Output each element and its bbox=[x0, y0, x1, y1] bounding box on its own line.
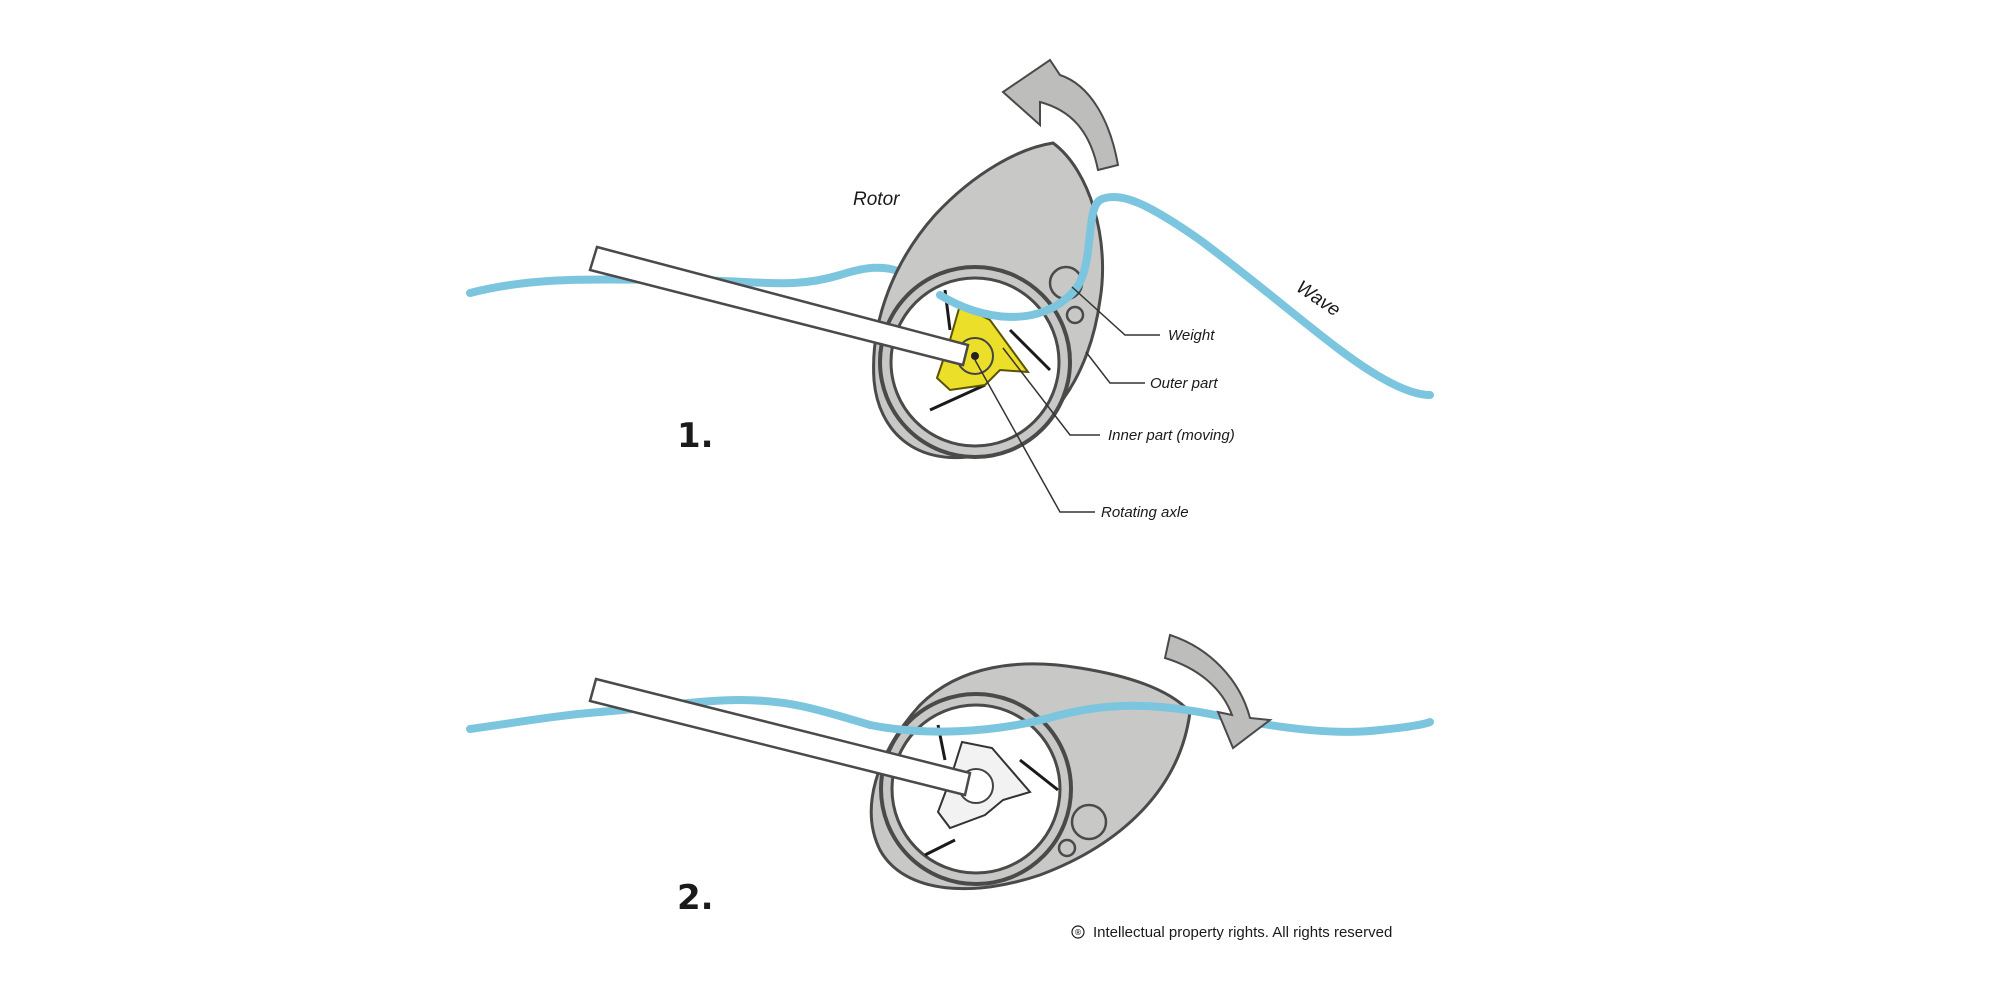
registered-icon bbox=[1071, 925, 1085, 939]
arm-1 bbox=[588, 245, 970, 367]
weight-small-1 bbox=[1065, 305, 1085, 325]
axle-center-1 bbox=[971, 352, 979, 360]
registered-symbol: ® bbox=[1074, 928, 1082, 937]
step-label-2: 2. bbox=[677, 878, 714, 918]
step-label-1: 1. bbox=[677, 416, 714, 456]
diagram-2: 2. bbox=[466, 633, 1434, 918]
wave-line-2-front bbox=[866, 701, 1434, 736]
diagram-1: Rotor Wave Weight Outer part Inner part … bbox=[466, 58, 1434, 521]
label-rotating-axle: Rotating axle bbox=[1101, 504, 1189, 521]
copyright-notice: ® Intellectual property rights. All righ… bbox=[1071, 924, 1392, 941]
label-rotor: Rotor bbox=[853, 189, 900, 210]
arm-2 bbox=[588, 677, 972, 797]
rotation-arrow-ccw-icon bbox=[1001, 58, 1120, 172]
label-weight: Weight bbox=[1168, 327, 1215, 344]
wave-line-1-back bbox=[466, 263, 944, 299]
leader-lines-1 bbox=[974, 286, 1160, 513]
label-inner-part: Inner part (moving) bbox=[1108, 427, 1235, 444]
weight-large-2 bbox=[1070, 803, 1108, 841]
wave-line-1-front bbox=[936, 192, 1434, 399]
weight-small-2 bbox=[1057, 838, 1077, 858]
copyright-text: Intellectual property rights. All rights… bbox=[1093, 924, 1392, 941]
label-outer-part: Outer part bbox=[1150, 375, 1218, 392]
rotation-arrow-cw-icon bbox=[1163, 633, 1273, 750]
